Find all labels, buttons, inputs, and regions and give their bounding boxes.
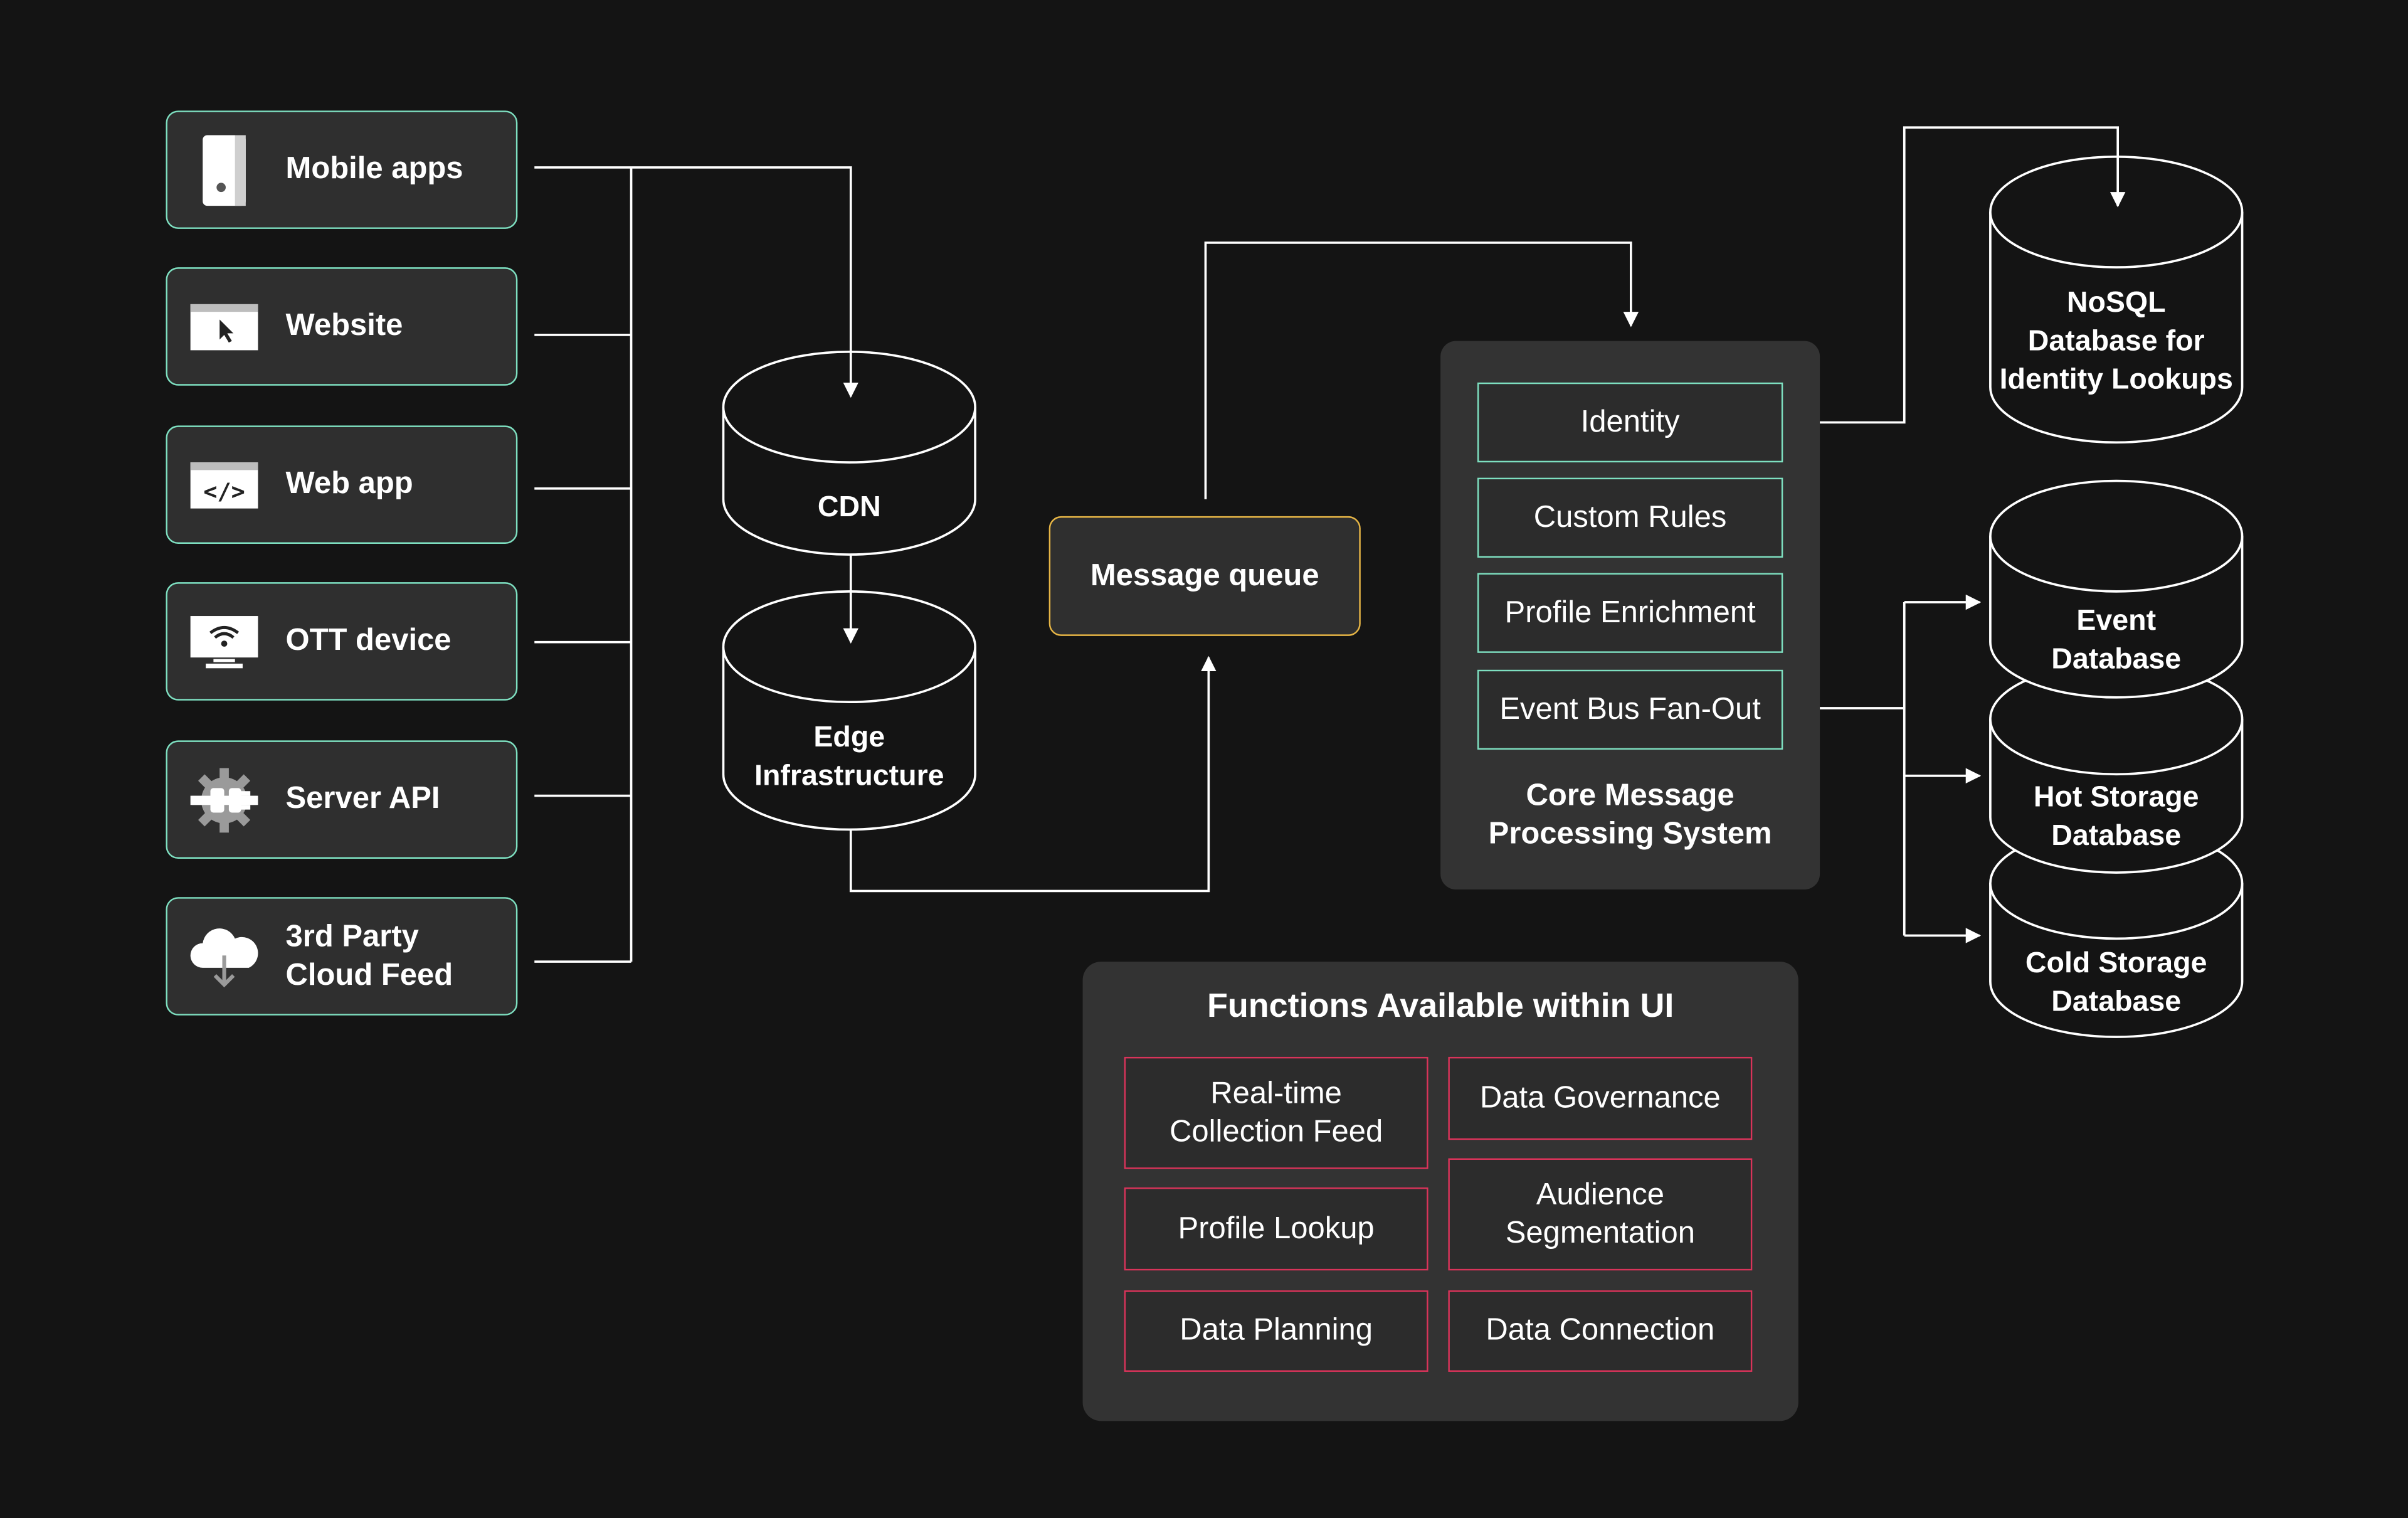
- cold-storage-db-label: Cold Storage Database: [2025, 948, 2207, 1019]
- message-queue: Message queue: [1048, 516, 1361, 636]
- function-audience-segmentation: Audience Segmentation: [1448, 1158, 1753, 1271]
- core-title: Core Message Processing System: [1488, 778, 1772, 851]
- queue-to-core-arrow: [1204, 242, 1639, 499]
- source-label: 3rd Party Cloud Feed: [285, 919, 453, 992]
- source-website: Website: [166, 267, 518, 386]
- source-server-api: Server API: [166, 740, 518, 859]
- edge-top: [722, 590, 976, 704]
- nosql-db-label: NoSQL Database for Identity Lookups: [1999, 286, 2233, 396]
- core-item-custom-rules: Custom Rules: [1477, 477, 1783, 558]
- source-label: OTT device: [285, 624, 452, 658]
- cloud-download-icon: [186, 918, 262, 994]
- core-message-processing-system: Identity Custom Rules Profile Enrichment…: [1440, 341, 1820, 889]
- browser-cursor-icon: [186, 288, 262, 364]
- event-db-label: Event Database: [2051, 605, 2182, 676]
- svg-text:</>: </>: [203, 477, 245, 504]
- identity-to-nosql-arrow: [1784, 126, 2126, 424]
- core-item-event-bus-fan-out: Event Bus Fan-Out: [1477, 669, 1783, 750]
- nosql-db-top: [1989, 155, 2244, 268]
- sources-to-cdn-arrow: [631, 166, 858, 398]
- function-data-connection: Data Connection: [1448, 1290, 1753, 1372]
- source-label: Server API: [285, 782, 440, 816]
- function-data-planning: Data Planning: [1124, 1290, 1428, 1372]
- gear-plug-icon: [186, 761, 262, 837]
- source-mobile-apps: Mobile apps: [166, 110, 518, 229]
- cdn-top: [722, 350, 976, 464]
- wifi-monitor-icon: [186, 603, 262, 679]
- code-window-icon: </>: [186, 446, 262, 523]
- function-realtime-collection-feed: Real-time Collection Feed: [1124, 1056, 1428, 1169]
- core-item-profile-enrichment: Profile Enrichment: [1477, 573, 1783, 653]
- edge-infrastructure-label: Edge Infrastructure: [754, 721, 944, 792]
- source-ott-device: OTT device: [166, 582, 518, 701]
- function-profile-lookup: Profile Lookup: [1124, 1187, 1428, 1271]
- functions-title: Functions Available within UI: [1207, 986, 1674, 1025]
- event-db-top: [1989, 479, 2244, 593]
- mobile-phone-icon: [186, 131, 262, 208]
- source-label: Mobile apps: [285, 152, 463, 186]
- nosql-db-cylinder: [1989, 211, 2244, 444]
- edge-to-queue-arrow: [849, 656, 1217, 893]
- source-web-app: </> Web app: [166, 425, 518, 544]
- core-item-identity: Identity: [1477, 382, 1783, 463]
- source-label: Web app: [285, 467, 413, 501]
- cdn-label: CDN: [817, 491, 881, 523]
- functions-panel: Functions Available within UI Real-time …: [1082, 962, 1798, 1421]
- source-label: Website: [285, 309, 403, 343]
- hot-storage-db-label: Hot Storage Database: [2033, 782, 2199, 853]
- function-data-governance: Data Governance: [1448, 1056, 1753, 1140]
- source-3rd-party-cloud-feed: 3rd Party Cloud Feed: [166, 897, 518, 1016]
